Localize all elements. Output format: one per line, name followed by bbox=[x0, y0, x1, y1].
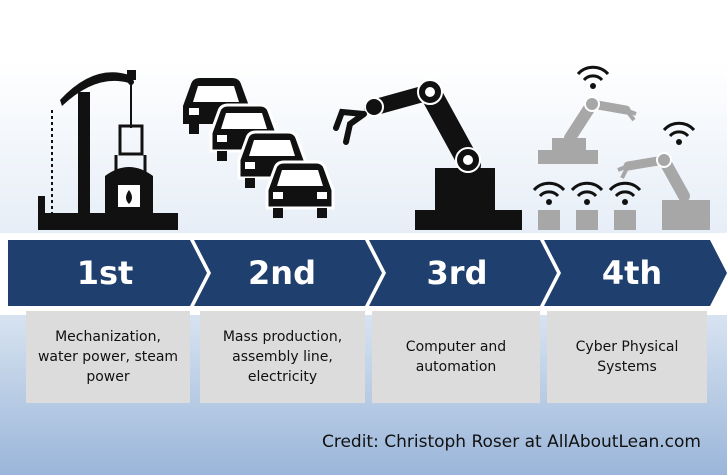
stage-1-label: 1st bbox=[76, 254, 134, 292]
stage-2-label: 2nd bbox=[248, 254, 316, 292]
cars-assembly-icon bbox=[183, 78, 335, 218]
stage-4-description-box: Cyber Physical Systems bbox=[547, 311, 707, 403]
icons-layer bbox=[38, 65, 710, 230]
stage-3-label: 3rd bbox=[426, 254, 488, 292]
stage-3-description: Computer and automation bbox=[405, 339, 507, 375]
stage-2-description: Mass production, assembly line, electric… bbox=[222, 329, 343, 385]
industrial-robot-icon bbox=[333, 79, 522, 230]
stage-3-description-box: Computer and automation bbox=[372, 311, 540, 403]
stage-4-description: Cyber Physical Systems bbox=[575, 339, 679, 375]
stage-3-arrow bbox=[369, 240, 557, 306]
timeline-arrow-band bbox=[8, 240, 727, 306]
connected-robots-icon bbox=[532, 65, 710, 230]
stage-1-description-box: Mechanization, water power, steam power bbox=[26, 311, 190, 403]
credit-line: Credit: Christoph Roser at AllAboutLean.… bbox=[321, 432, 701, 452]
stage-2-arrow bbox=[194, 240, 382, 306]
stage-1-arrow bbox=[8, 240, 207, 306]
stage-4-label: 4th bbox=[601, 254, 663, 292]
steam-engine-icon bbox=[38, 70, 178, 230]
stage-1-description: Mechanization, water power, steam power bbox=[37, 329, 179, 385]
stage-4-arrow bbox=[544, 240, 727, 306]
stage-2-description-box: Mass production, assembly line, electric… bbox=[200, 311, 365, 403]
